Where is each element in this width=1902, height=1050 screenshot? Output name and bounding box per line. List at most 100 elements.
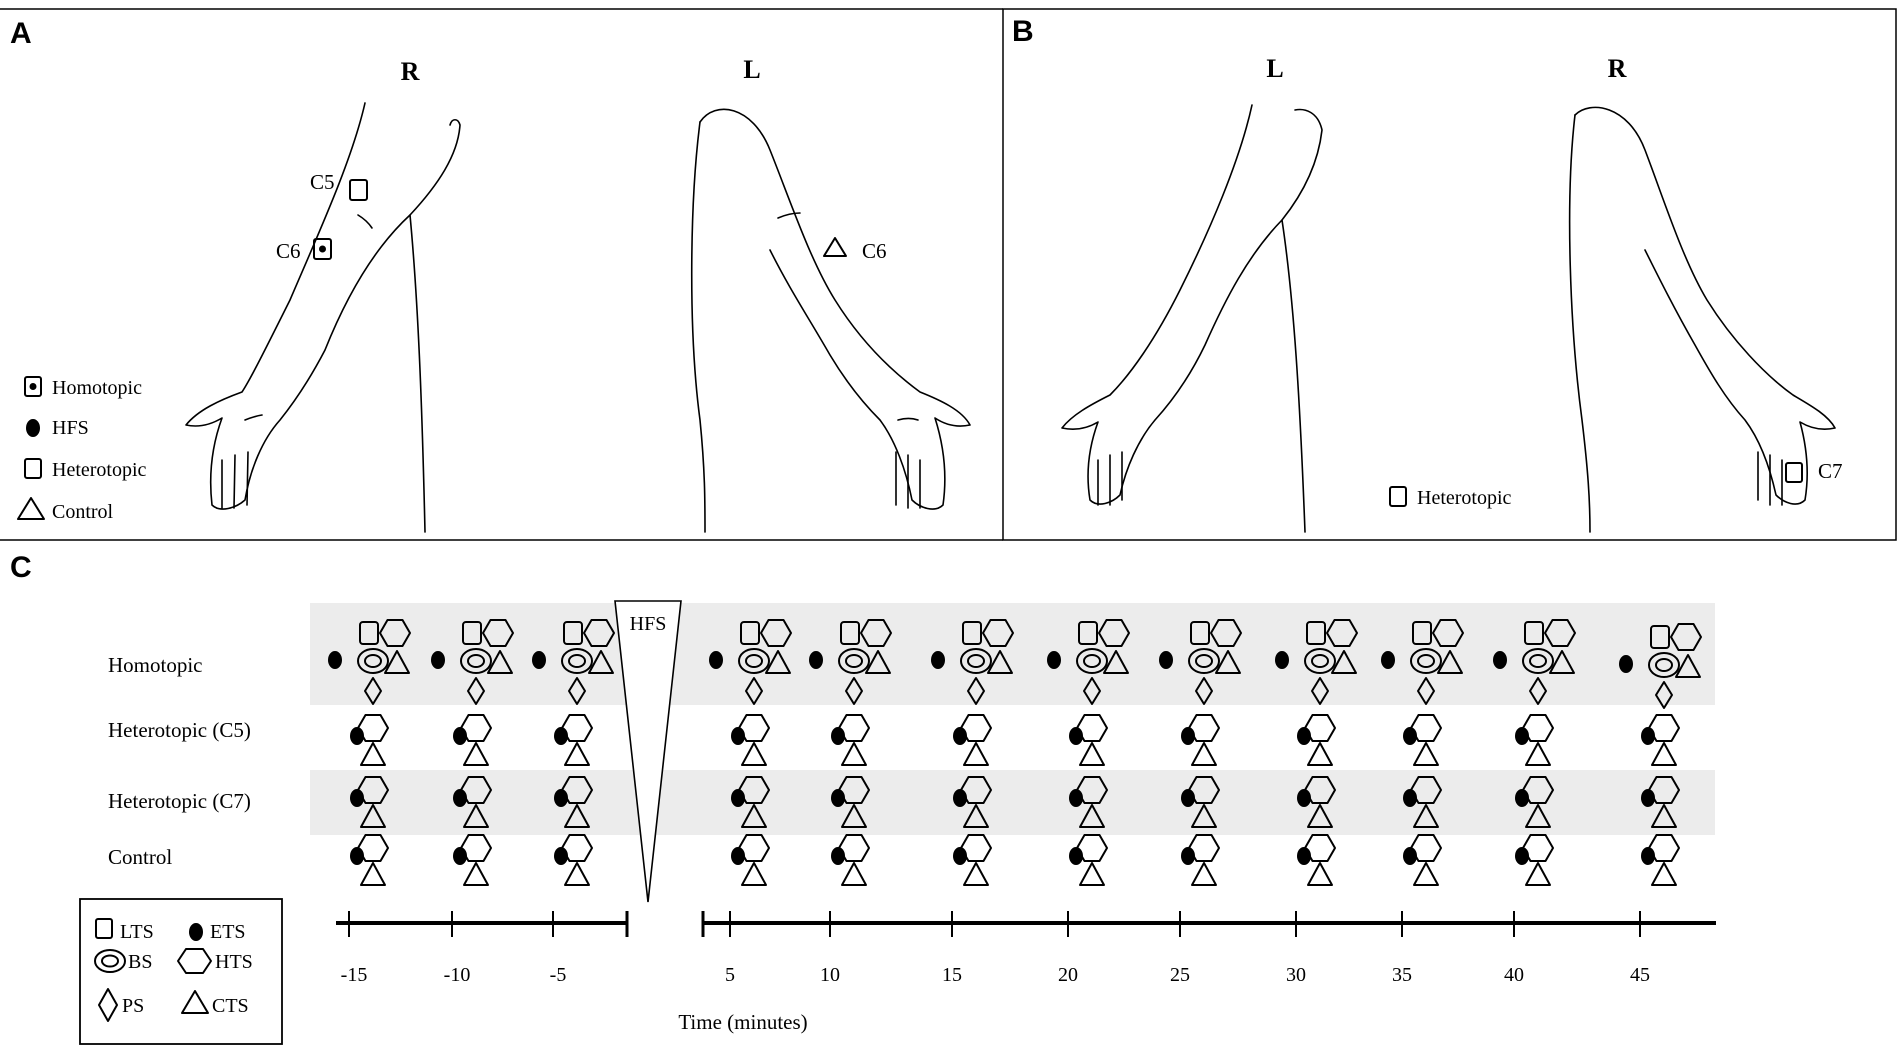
ps-icon	[568, 677, 586, 705]
hfs-wedge-label: HFS	[630, 613, 667, 635]
ps-icon	[745, 677, 763, 705]
ps-icon	[845, 677, 863, 705]
cts-icon	[1651, 862, 1677, 886]
symbol-cluster	[1181, 714, 1220, 766]
ets-icon	[1047, 651, 1061, 669]
homotopic-site-c6-icon	[313, 238, 332, 260]
lts-icon	[1524, 621, 1544, 645]
ets-icon	[1159, 651, 1173, 669]
arm-label-right-b: R	[1608, 54, 1627, 83]
cts-icon	[1307, 742, 1333, 766]
cts-icon	[1525, 742, 1551, 766]
symbol-cluster	[1181, 834, 1220, 886]
bs-icon	[1522, 648, 1554, 674]
symbol-cluster	[1641, 776, 1680, 828]
hts-icon	[1098, 619, 1130, 647]
hts-icon	[1544, 619, 1576, 647]
cts-icon	[865, 650, 891, 674]
hts-icon	[1076, 714, 1108, 742]
timeline-tick-label: 25	[1170, 964, 1190, 986]
homotopic-cluster	[431, 619, 514, 705]
legend-hfs-label: HFS	[52, 417, 89, 439]
hts-icon	[760, 619, 792, 647]
homotopic-cluster	[1275, 619, 1358, 705]
hts-icon	[1648, 776, 1680, 804]
symbol-cluster	[453, 714, 492, 766]
symbol-cluster	[1069, 776, 1108, 828]
timeline-tick-label: 45	[1630, 964, 1650, 986]
arm-label-right: R	[401, 57, 420, 86]
hts-icon	[960, 714, 992, 742]
cts-icon	[1413, 804, 1439, 828]
symbol-cluster	[731, 776, 770, 828]
hts-icon	[982, 619, 1014, 647]
lts-icon	[1650, 625, 1670, 649]
row-label-heterotopic-c5: Heterotopic (C5)	[108, 718, 251, 742]
lts-icon	[962, 621, 982, 645]
symbol-cluster	[1181, 776, 1220, 828]
timeline-tick-label: 10	[820, 964, 840, 986]
lts-icon	[359, 621, 379, 645]
hts-icon	[1648, 714, 1680, 742]
left-arm-drawing	[690, 108, 971, 533]
ps-icon	[1655, 681, 1673, 709]
hts-icon	[561, 714, 593, 742]
timeline-tick-label: 20	[1058, 964, 1078, 986]
hts-icon	[838, 834, 870, 862]
bs-inner-icon	[1655, 658, 1673, 672]
cts-icon	[564, 804, 590, 828]
symbol-cluster	[1641, 834, 1680, 886]
lts-icon	[1190, 621, 1210, 645]
cts-icon	[1191, 804, 1217, 828]
symbol-cluster	[1297, 714, 1336, 766]
symbol-cluster	[1515, 776, 1554, 828]
homotopic-cluster	[809, 619, 892, 705]
bs-inner-icon	[1311, 654, 1329, 668]
bs-inner-icon	[745, 654, 763, 668]
bs-icon	[561, 648, 593, 674]
symbol-cluster	[554, 776, 593, 828]
bs-inner-icon	[467, 654, 485, 668]
hts-icon	[738, 834, 770, 862]
bs-icon	[1648, 652, 1680, 678]
bs-icon	[460, 648, 492, 674]
ets-icon	[1381, 651, 1395, 669]
row-label-homotopic: Homotopic	[108, 653, 203, 677]
cts-icon	[963, 742, 989, 766]
cts-icon	[741, 804, 767, 828]
hts-icon	[1304, 776, 1336, 804]
hts-icon	[1188, 714, 1220, 742]
hts-icon	[357, 834, 389, 862]
legend-hts-label: HTS	[215, 951, 253, 973]
lts-icon	[1306, 621, 1326, 645]
hts-icon	[838, 714, 870, 742]
bs-inner-icon	[967, 654, 985, 668]
homotopic-cluster	[328, 619, 411, 705]
panel-c-label: C	[10, 551, 32, 584]
hts-icon	[460, 714, 492, 742]
homotopic-cluster	[931, 619, 1014, 705]
hts-icon	[460, 776, 492, 804]
legend-lts-label: LTS	[120, 921, 154, 943]
band-heterotopic-c7	[310, 770, 1715, 835]
panel-a-label: A	[10, 17, 32, 50]
timeline-tick-label: -5	[550, 964, 567, 986]
timeline-tick-label: -15	[341, 964, 368, 986]
symbol-cluster	[554, 714, 593, 766]
homotopic-cluster	[1619, 623, 1702, 709]
ps-icon	[1195, 677, 1213, 705]
legend-bs-label: BS	[128, 951, 152, 973]
symbol-cluster	[350, 776, 389, 828]
symbol-cluster	[953, 834, 992, 886]
cts-icon	[841, 862, 867, 886]
symbol-cluster	[350, 714, 389, 766]
hts-icon	[838, 776, 870, 804]
cts-icon	[1079, 804, 1105, 828]
cts-icon	[487, 650, 513, 674]
hts-icon	[379, 619, 411, 647]
symbol-cluster	[1403, 714, 1442, 766]
symbol-cluster	[1403, 834, 1442, 886]
symbol-cluster	[1515, 714, 1554, 766]
hts-icon	[1648, 834, 1680, 862]
